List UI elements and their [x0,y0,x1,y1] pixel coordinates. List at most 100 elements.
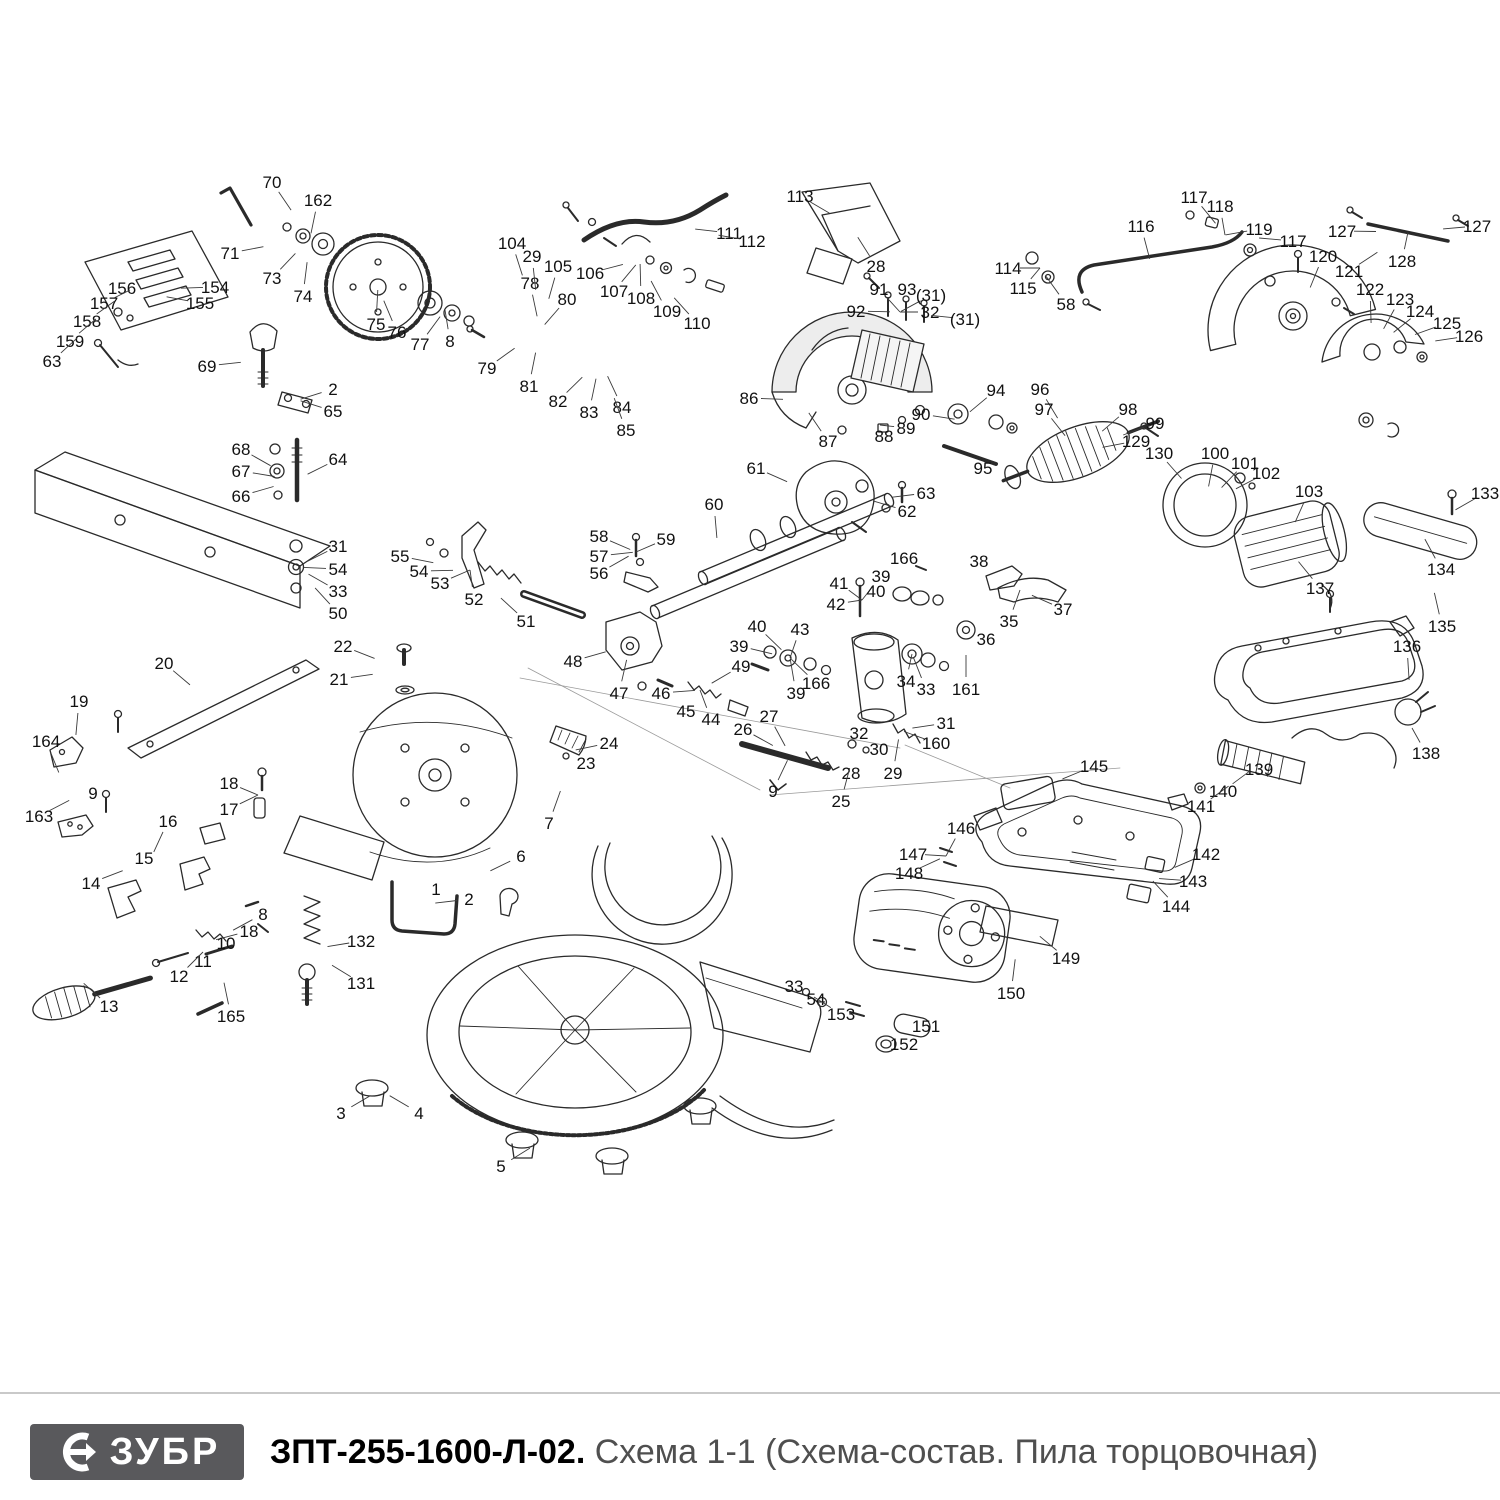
leader-line [354,649,375,659]
leader-line [327,942,350,948]
leader-line [919,858,941,869]
part-number-label: 151 [912,1017,940,1036]
part-number-label: 92 [847,302,866,321]
leader-line [350,673,373,678]
part-number-label: 80 [558,290,577,309]
brand-name: ЗУБР [109,1431,221,1473]
part-number-label: 143 [1179,872,1207,891]
leader-line [1166,461,1182,479]
part-number-label: 166 [802,674,830,693]
leader-line [718,234,741,240]
leader-line [435,900,458,904]
part-number-label: 81 [520,377,539,396]
part-number-label: 149 [1052,949,1080,968]
leader-line [1045,399,1058,419]
leader-line [566,376,583,393]
leader-line [1045,276,1060,295]
part-number-label: 118 [1206,197,1233,216]
leader-line [610,551,633,556]
part-number-label: 104 [498,234,526,253]
part-number-label: 159 [56,332,84,351]
part-number-label: 49 [732,657,751,676]
part-number-label: 124 [1406,302,1434,321]
leader-line [760,398,784,400]
leader-line [102,870,123,880]
part-number-label: 11 [194,952,212,971]
part-number-label: 156 [108,279,136,298]
part-number-label: 36 [977,630,996,649]
part-number-label: 129 [1122,432,1150,451]
part-number-label: 71 [221,244,240,263]
leader-line [552,790,561,812]
part-number-label: 63 [917,484,936,503]
part-number-label: 96 [1031,380,1050,399]
part-number-label: 9 [768,782,777,801]
part-number-label: 34 [897,672,916,691]
leader-line [426,316,441,335]
part-number-label: 83 [580,403,599,422]
leader-line [867,310,891,313]
footer: ЗУБР ЗПТ-255-1600-Л-02. Схема 1-1 (Схема… [0,1392,1500,1480]
saw-base [355,934,835,1175]
leader-line [672,689,695,693]
part-number-label: 3 [336,1104,345,1123]
leader-line [1407,657,1410,680]
part-number-label: 12 [170,967,189,986]
part-number-label: 146 [947,819,975,838]
part-number-label: 138 [1412,744,1440,763]
leader-line [1424,538,1436,559]
leader-line [215,933,238,941]
part-number-label: 136 [1393,637,1421,656]
leader-line [153,831,164,853]
leader-line [912,724,935,729]
leader-line [621,659,628,682]
leader-line [532,267,537,290]
leader-line [1443,226,1466,230]
part-number-label: 88 [875,427,894,446]
leader-line [808,412,822,432]
leader-line [1383,309,1395,330]
part-number-label: 157 [90,294,118,313]
diagram-title: ЗПТ-255-1600-Л-02. Схема 1-1 (Схема-сост… [270,1433,1318,1472]
part-number-label: 9 [88,784,97,803]
leader-line [303,566,327,569]
leader-line [251,454,271,467]
part-number-label: 4 [414,1104,423,1123]
part-number-label: 19 [70,692,89,711]
leader-line [847,599,863,603]
leader-line [903,731,925,740]
leader-line [969,397,988,413]
leader-line [1294,501,1305,523]
leader-line [544,307,560,325]
part-number-label: 137 [1306,579,1334,598]
leader-line [900,300,921,312]
part-number-label: 40 [748,617,767,636]
part-number-label: 139 [1245,760,1273,779]
leader-line [490,860,511,872]
part-number-label: 32 [921,303,940,322]
leader-line [1435,337,1458,342]
leader-line [774,726,786,747]
leader-line [307,463,328,475]
leader-line [892,494,915,498]
part-number-label: 29 [523,247,542,266]
leader-line [411,557,434,564]
leader-line [308,573,328,586]
leader-line [1455,498,1475,511]
leader-line [1259,237,1282,241]
part-number-label: 22 [334,637,353,656]
leader-line [886,297,901,313]
part-number-label: 126 [1455,327,1483,346]
dust-chute [801,182,901,285]
part-number-label: (31) [916,286,946,305]
leader-line [172,670,191,686]
part-number-label: 43 [791,620,810,639]
leader-line [1403,231,1409,250]
leader-line [223,982,229,1005]
carry-handle [1363,502,1478,560]
leader-line [496,347,515,362]
part-number-label: 60 [705,495,724,514]
part-number-label: 121 [1335,262,1363,281]
part-number-label: 115 [1009,279,1036,298]
